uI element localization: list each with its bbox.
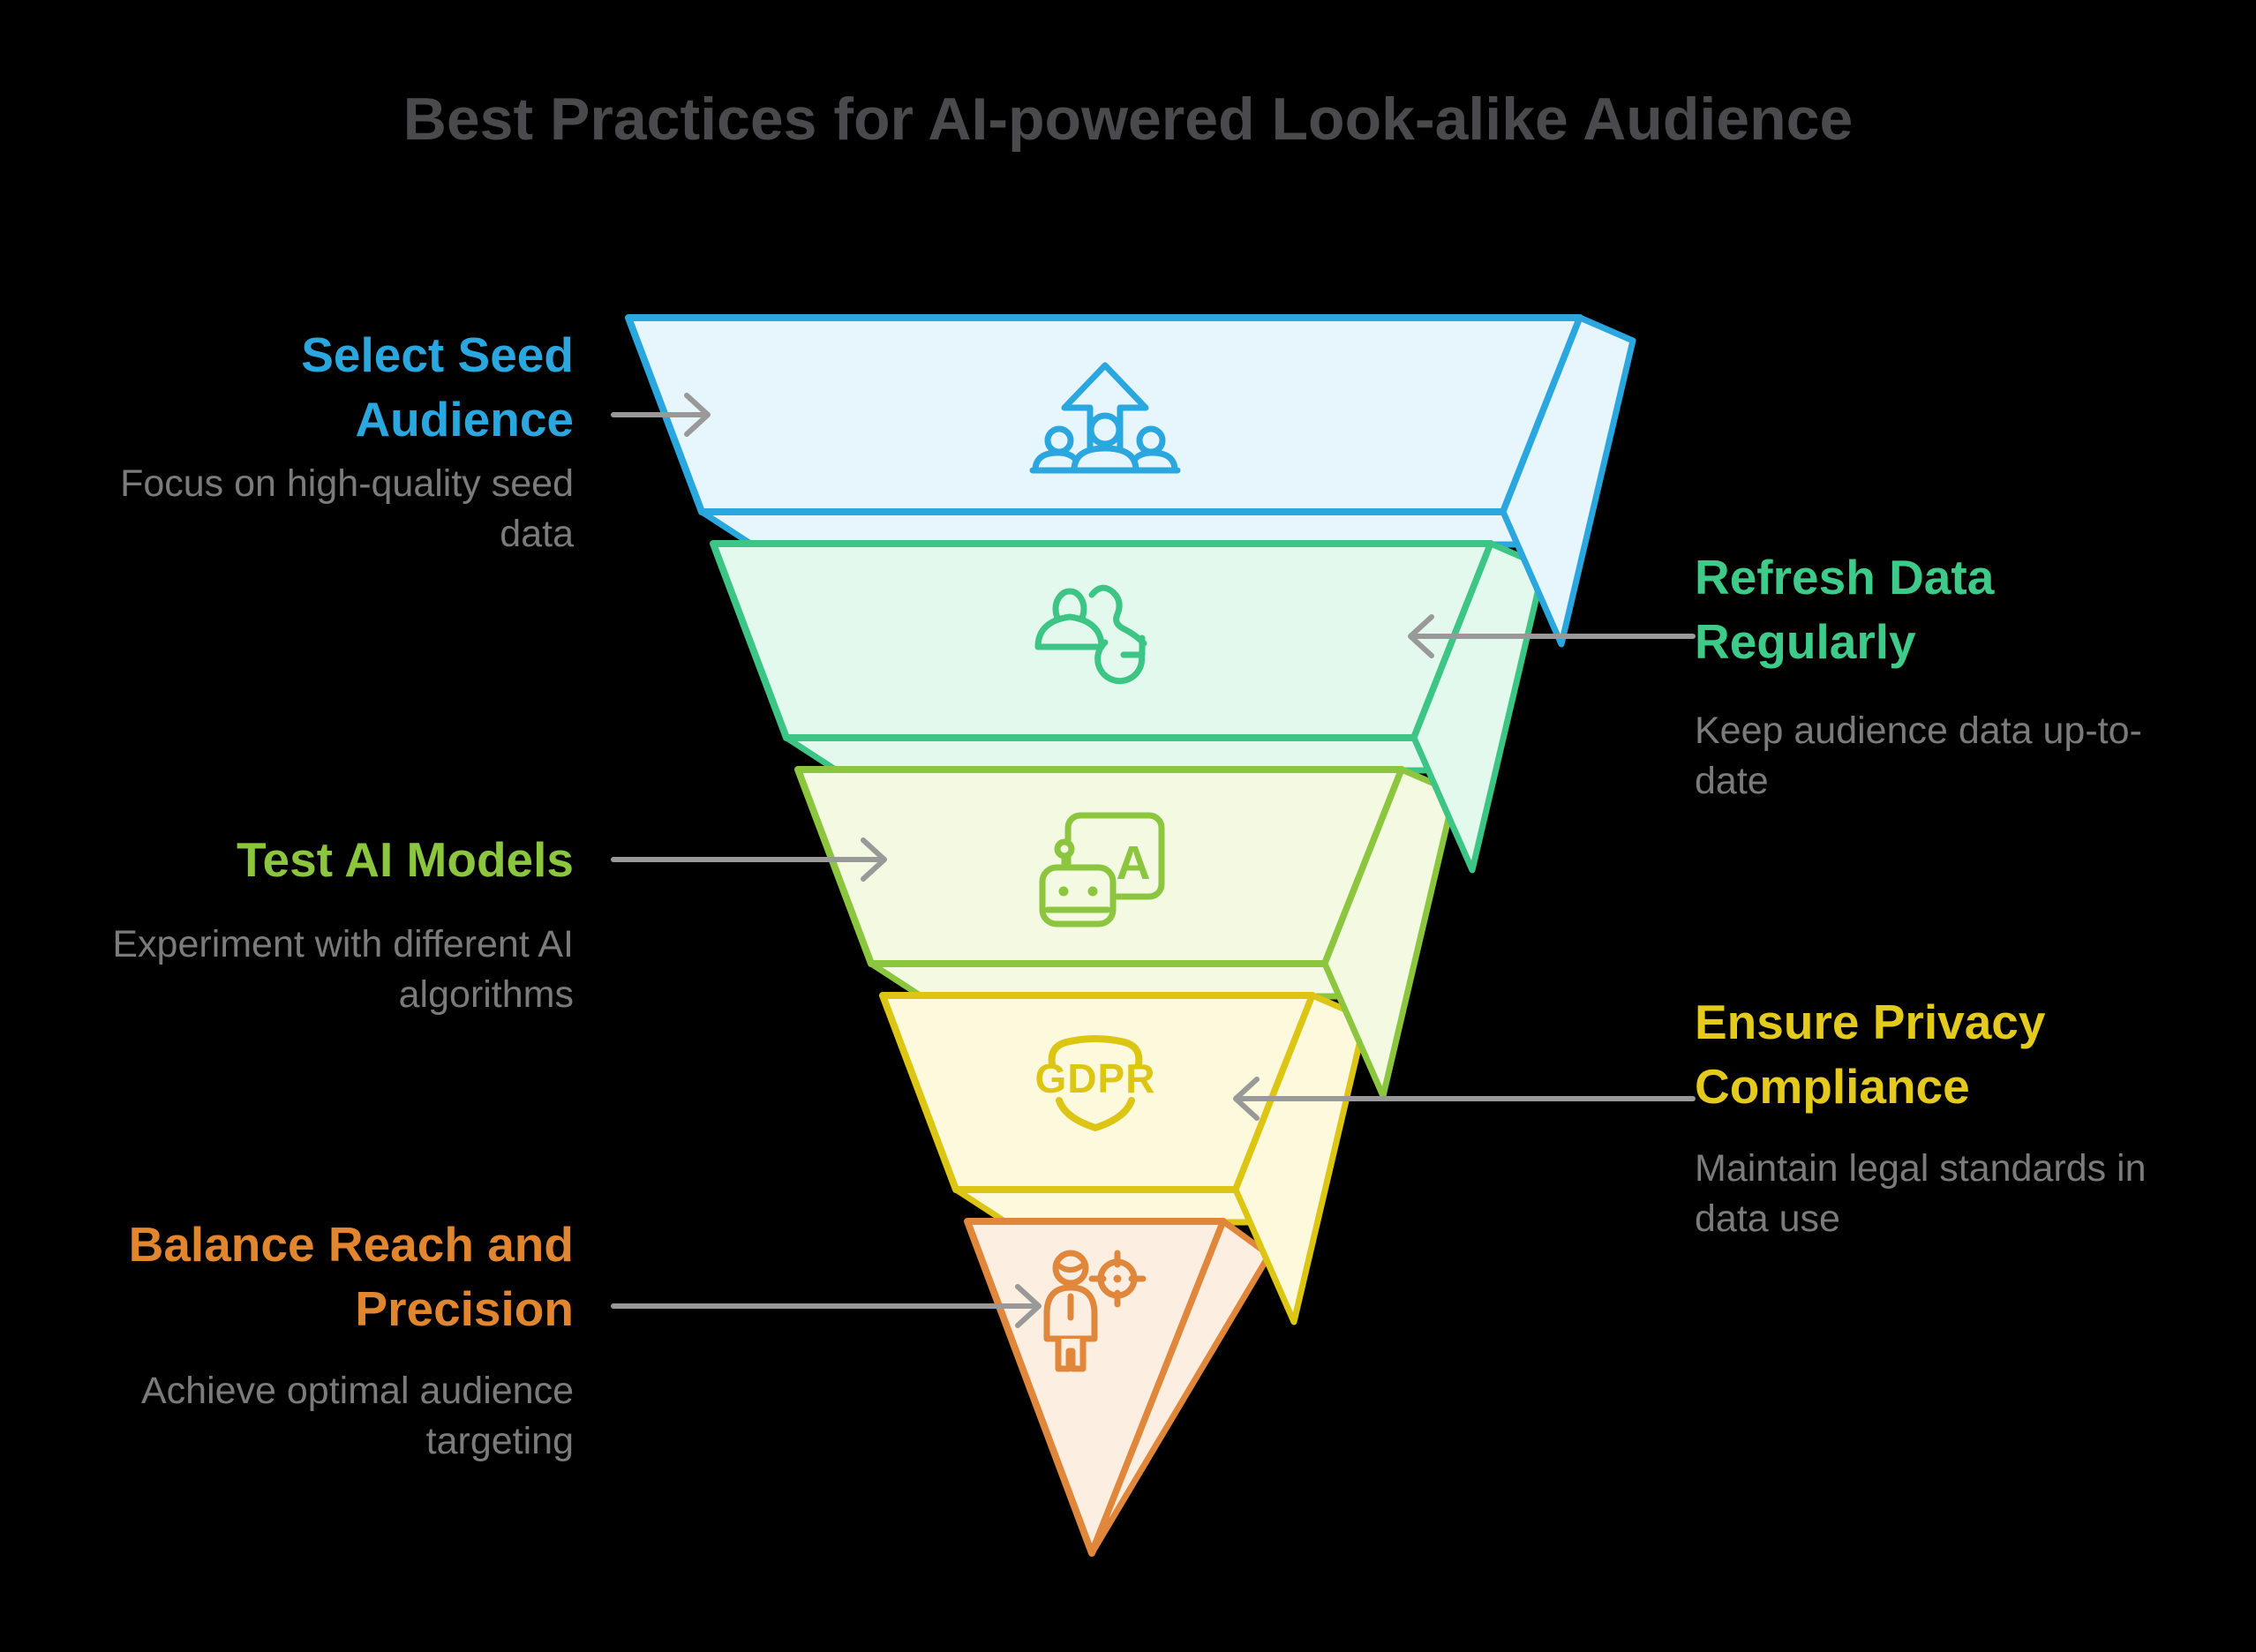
- ai-letter-text: A: [1117, 837, 1151, 890]
- level-3-label: Test AI Models: [237, 832, 574, 887]
- level-3-bottom-face: [868, 960, 1379, 1000]
- level-3-arrow: [611, 837, 887, 882]
- level-5-label: Balance Reach and Precision: [128, 1217, 574, 1336]
- level-2-label: Refresh Data Regularly: [1695, 550, 1995, 669]
- level-5-arrow: [611, 1284, 1042, 1328]
- level-4-label: Ensure Privacy Compliance: [1695, 995, 2046, 1114]
- level-1-arrow: [611, 393, 711, 437]
- gdpr-shield-icon: GDPR: [1035, 1035, 1156, 1131]
- gdpr-text: GDPR: [1035, 1055, 1156, 1101]
- person-target-icon: [1043, 1250, 1147, 1372]
- page-title: Best Practices for AI-powered Look-alike…: [402, 86, 1854, 153]
- level-4-arrow: [1233, 1077, 1696, 1121]
- funnel-level-2-shape: [710, 540, 1494, 774]
- level-2-bottom-face: [783, 734, 1468, 774]
- ai-model-test-icon: A: [1039, 812, 1165, 927]
- level-2-arrow: [1408, 614, 1696, 658]
- level-5-description: Achieve optimal audience targeting: [140, 1370, 574, 1462]
- connector-arrows: [611, 393, 1696, 1328]
- funnel-level-4-shape: [879, 992, 1316, 1226]
- audience-growth-icon: [1029, 362, 1181, 474]
- people-refresh-icon: [1034, 584, 1147, 685]
- level-3-description: Experiment with different AI algorithms: [112, 923, 574, 1016]
- level-5-side-face: [1088, 1218, 1273, 1557]
- level-1-label: Select Seed Audience: [301, 327, 574, 447]
- level-4-description: Maintain legal standards in data use: [1695, 1147, 2147, 1240]
- level-1-bottom-face: [698, 508, 1557, 548]
- level-2-description: Keep audience data up-to-date: [1695, 710, 2142, 802]
- level-1-description: Focus on high-quality seed data: [120, 462, 574, 555]
- level-1-side-face: [1500, 314, 1636, 648]
